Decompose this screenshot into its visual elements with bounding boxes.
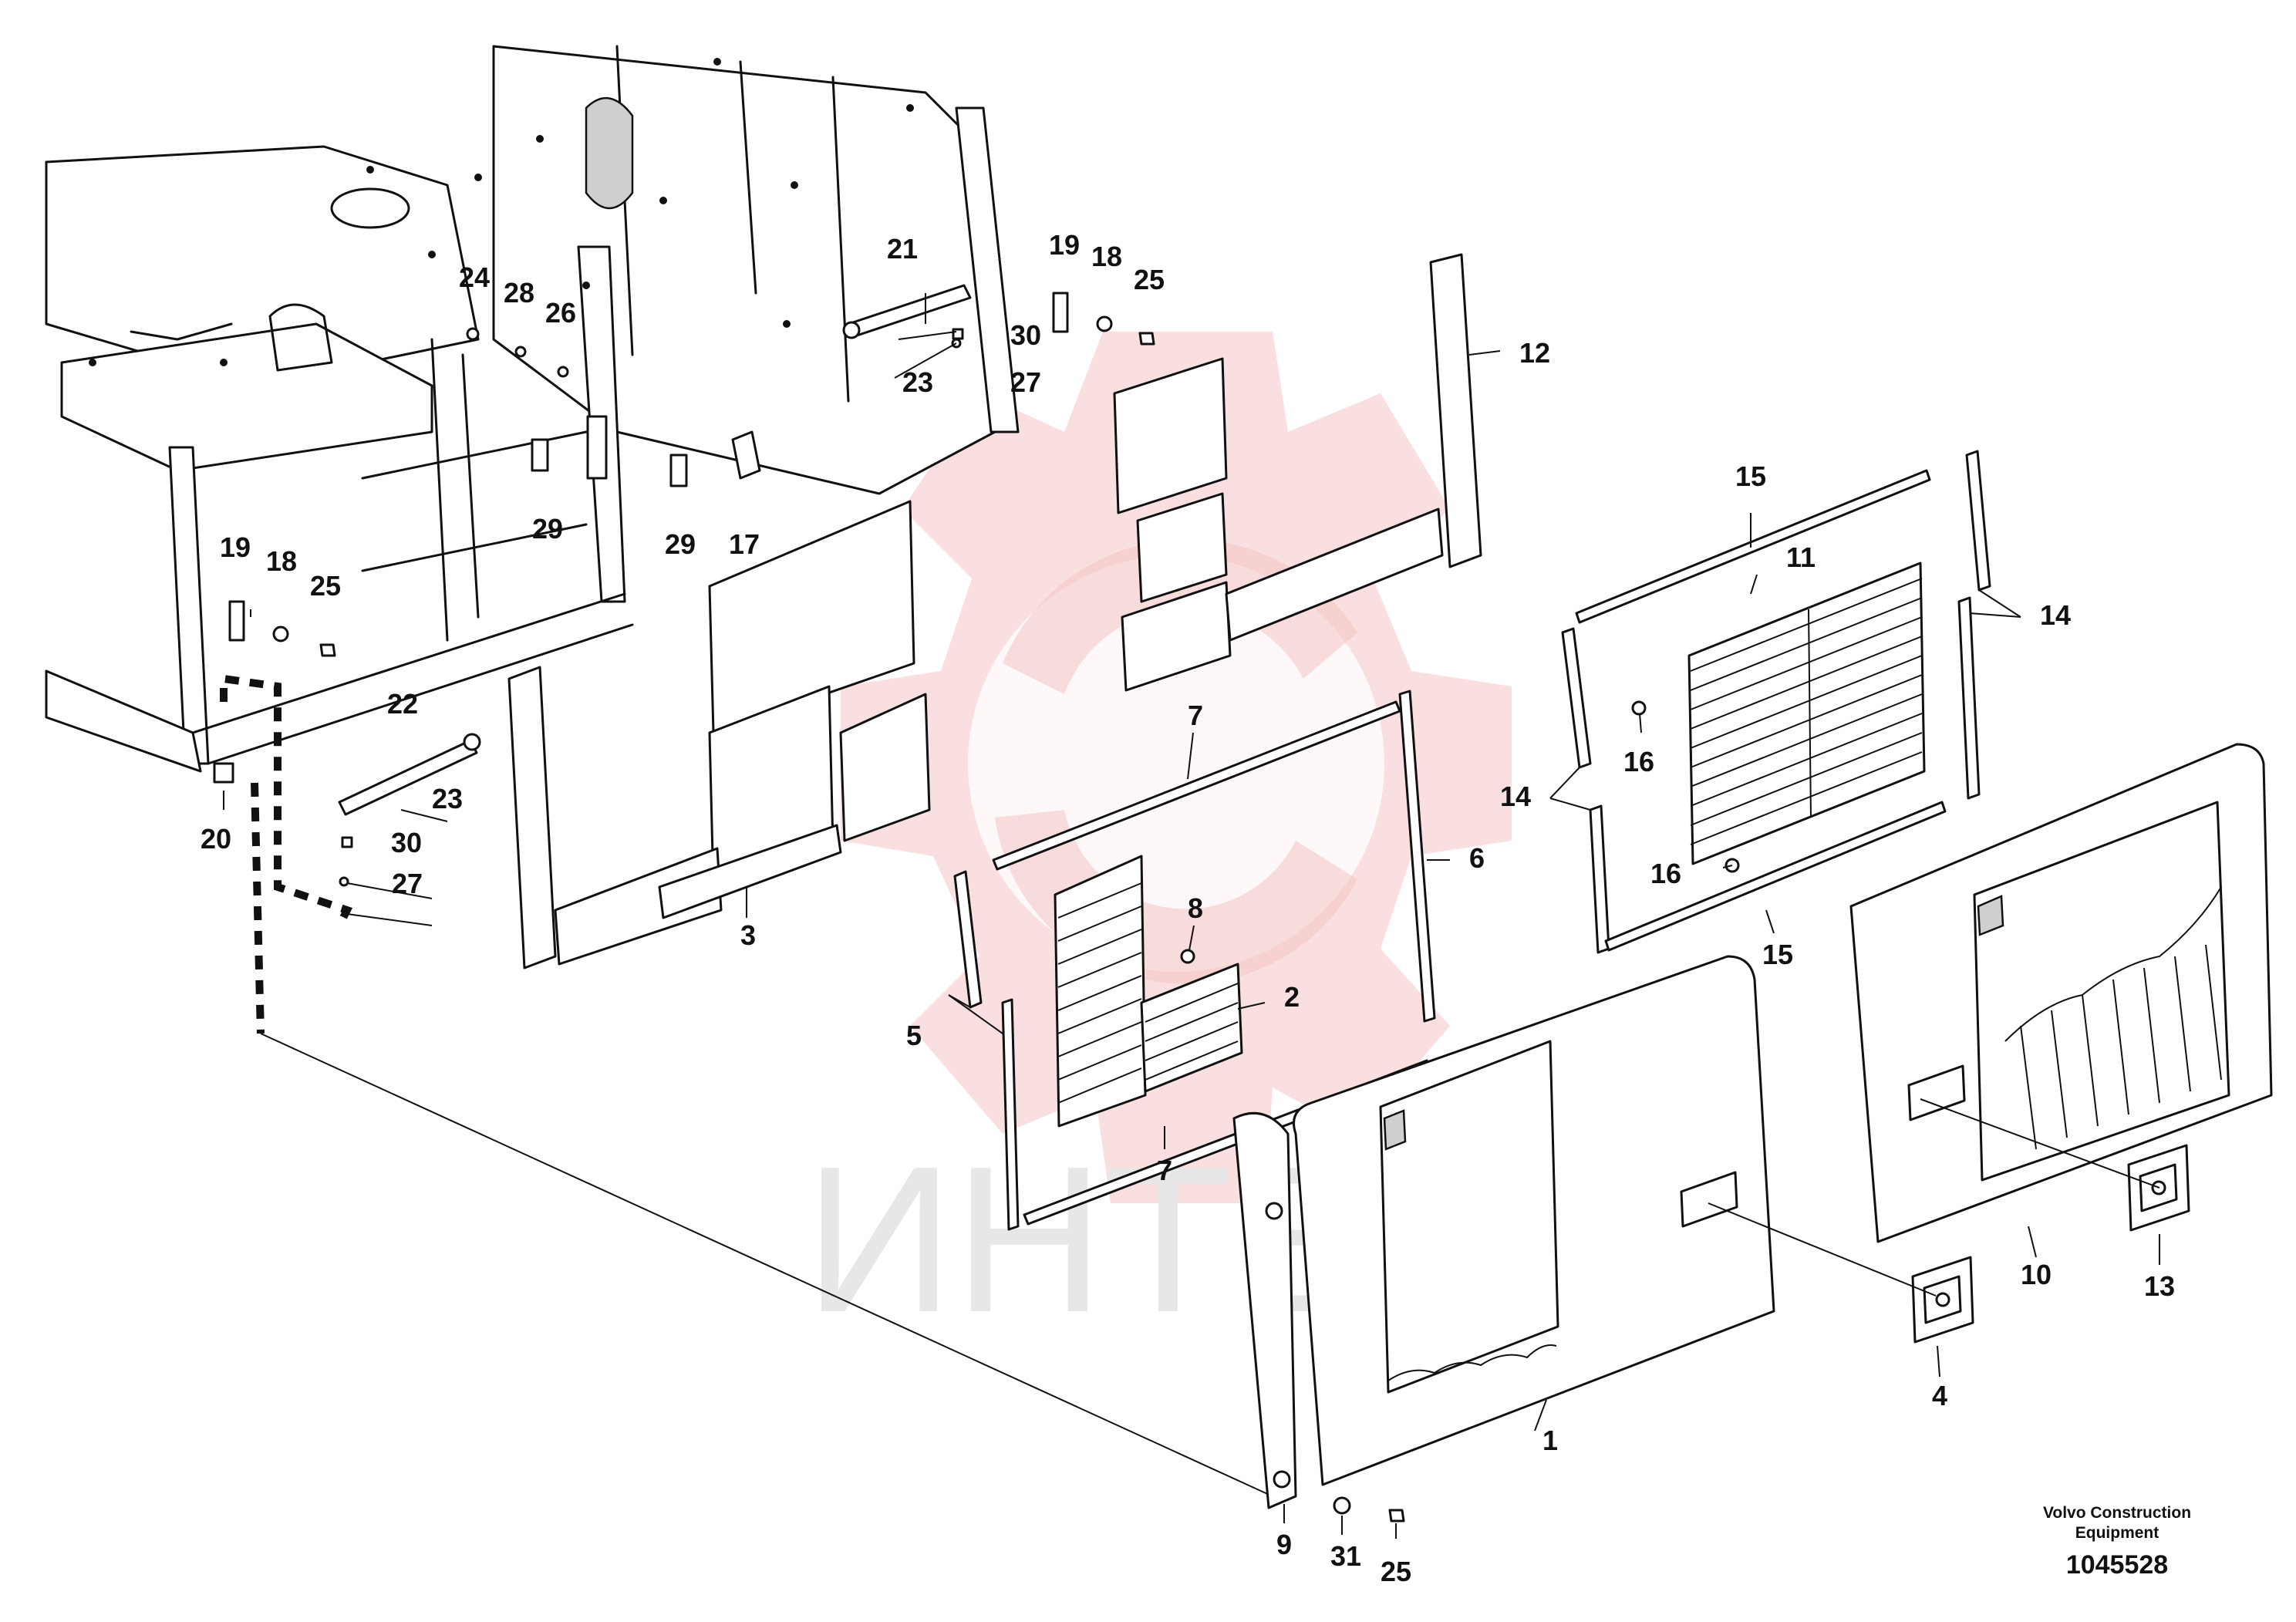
callout-19-top: 19 [1049, 229, 1080, 261]
callout-16-lower: 16 [1650, 858, 1681, 889]
credit-block: Volvo Construction Equipment 1045528 [2043, 1504, 2191, 1580]
callout-30-top: 30 [1010, 319, 1041, 351]
callout-26: 26 [545, 297, 576, 329]
callout-labels: 1 2 3 4 5 6 7 7 8 9 10 11 12 13 14 14 15… [201, 229, 2175, 1587]
callout-30-left: 30 [391, 827, 422, 858]
callout-12: 12 [1519, 337, 1550, 369]
callout-9: 9 [1276, 1529, 1292, 1560]
grille-11 [1687, 561, 1926, 865]
callout-11: 11 [1786, 541, 1816, 573]
door-panel-10 [1849, 743, 2273, 1243]
callout-31: 31 [1330, 1540, 1361, 1572]
door-panel-1 [1232, 955, 1775, 1509]
document-number: 1045528 [2066, 1550, 2168, 1580]
callout-10: 10 [2021, 1259, 2052, 1290]
callout-22: 22 [387, 688, 418, 720]
callout-2: 2 [1284, 981, 1300, 1013]
callout-15-top: 15 [1735, 460, 1766, 492]
dashed-routing-line-2 [251, 782, 265, 1034]
latch-4 [1911, 1256, 1974, 1344]
callout-25-left: 25 [310, 570, 341, 602]
grille-2 [1054, 855, 1243, 1128]
seals-14-15 [1561, 450, 1991, 954]
insulation-pad-12 [1113, 253, 1482, 692]
credit-line-1: Volvo Construction [2043, 1504, 2191, 1522]
callout-3: 3 [740, 919, 756, 951]
credit-line-2: Equipment [2075, 1524, 2159, 1542]
callout-19-left: 19 [220, 531, 251, 563]
hardware-items [213, 292, 1740, 1523]
callout-17: 17 [729, 528, 760, 560]
callout-5: 5 [906, 1020, 922, 1051]
callout-13: 13 [2144, 1270, 2175, 1302]
callout-6: 6 [1469, 842, 1485, 874]
callout-27-left: 27 [392, 868, 423, 899]
callout-1: 1 [1542, 1425, 1558, 1456]
callout-23-left: 23 [432, 783, 463, 814]
callout-20: 20 [201, 823, 231, 855]
callout-24: 24 [459, 261, 490, 293]
callout-4: 4 [1932, 1380, 1947, 1411]
callout-14-left: 14 [1500, 781, 1531, 812]
callout-23-top: 23 [902, 366, 933, 398]
callout-8: 8 [1188, 892, 1203, 924]
callout-18-top: 18 [1091, 241, 1122, 272]
callout-27-top: 27 [1010, 366, 1041, 398]
callout-15-bottom: 15 [1762, 939, 1793, 970]
insulation-pad-3 [507, 500, 931, 969]
callout-16-upper: 16 [1623, 746, 1654, 777]
callout-21: 21 [887, 233, 918, 265]
callout-14-right: 14 [2040, 599, 2071, 631]
hinge-rod-22 [338, 733, 481, 816]
dashed-routing-line [220, 674, 353, 928]
machine-frame [45, 45, 1020, 773]
callout-29-left: 29 [532, 513, 563, 545]
callout-29-right: 29 [665, 528, 696, 560]
callout-18-left: 18 [266, 545, 297, 577]
callout-25-top: 25 [1134, 264, 1165, 295]
callout-7-top: 7 [1188, 700, 1203, 731]
callout-25-bottom: 25 [1381, 1556, 1411, 1587]
callout-7-bottom: 7 [1157, 1155, 1172, 1186]
callout-28: 28 [504, 277, 534, 309]
leader-lines [223, 293, 2160, 1539]
